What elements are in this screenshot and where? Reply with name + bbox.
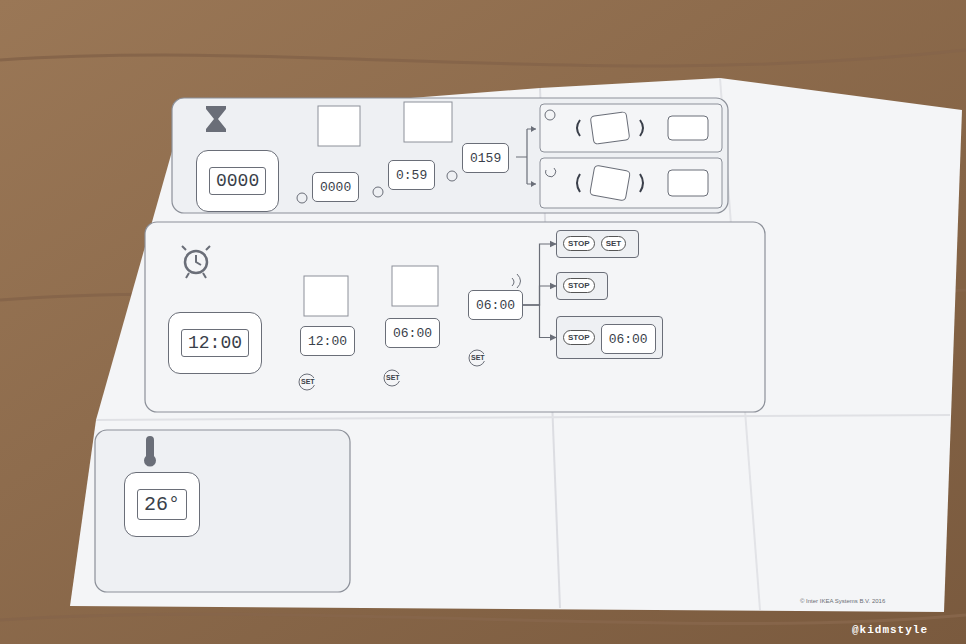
connector-arrow bbox=[523, 286, 556, 305]
display-digits: 0000 bbox=[209, 167, 266, 195]
display-digits: 0159 bbox=[470, 151, 501, 166]
display-box: 06:00 bbox=[385, 318, 440, 348]
button-label: SET bbox=[385, 374, 401, 381]
option-panel bbox=[540, 104, 722, 152]
display-box: 06:00 bbox=[601, 324, 656, 354]
paper-sheet bbox=[70, 78, 962, 612]
button-hint bbox=[297, 193, 307, 203]
connector-arrow bbox=[523, 305, 556, 338]
button-label: SET bbox=[601, 236, 627, 251]
device-sketch bbox=[668, 116, 708, 140]
set-button bbox=[469, 350, 485, 366]
display-box: 12:00 bbox=[300, 326, 355, 356]
display-digits: 12:00 bbox=[308, 334, 347, 349]
set-button bbox=[299, 374, 315, 390]
option-panel bbox=[540, 158, 722, 208]
alarm-clock-icon bbox=[182, 246, 210, 278]
button-label: SET bbox=[470, 354, 486, 361]
display-box: 26° bbox=[124, 472, 200, 537]
display-digits: 06:00 bbox=[476, 298, 515, 313]
copyright-note: © Inter IKEA Systems B.V. 2016 bbox=[800, 598, 885, 604]
mode-icon bbox=[545, 110, 555, 120]
mode-icon bbox=[546, 168, 556, 177]
inset-display bbox=[318, 106, 360, 146]
display-digits: 12:00 bbox=[181, 329, 249, 357]
display-digits: 0:59 bbox=[396, 168, 427, 183]
timer-panel bbox=[172, 98, 728, 213]
option-box: STOP 06:00 bbox=[556, 316, 663, 359]
device-sketch bbox=[590, 112, 630, 145]
display-box: 0159 bbox=[462, 143, 509, 173]
display-box: 0:59 bbox=[388, 160, 435, 190]
inset-display bbox=[304, 276, 348, 316]
device-sketch bbox=[590, 165, 631, 201]
button-hint bbox=[447, 171, 457, 181]
bracket bbox=[516, 129, 536, 184]
watermark: @kidmstyle bbox=[852, 624, 928, 636]
display-digits: 06:00 bbox=[393, 326, 432, 341]
inset-display bbox=[404, 102, 452, 142]
button-label: STOP bbox=[563, 236, 595, 251]
button-label: STOP bbox=[563, 278, 595, 293]
hourglass-icon bbox=[206, 106, 226, 132]
display-digits: 0000 bbox=[320, 180, 351, 195]
set-button bbox=[384, 370, 400, 386]
display-box: 0000 bbox=[196, 150, 279, 212]
arrowhead bbox=[531, 126, 536, 187]
option-box: STOP SET bbox=[556, 230, 639, 258]
thermometer-icon bbox=[144, 436, 156, 466]
connector-arrow bbox=[523, 244, 556, 305]
wood-grain bbox=[0, 50, 966, 624]
button-hint bbox=[373, 187, 383, 197]
button-label: STOP bbox=[563, 330, 595, 345]
shake-marks bbox=[577, 120, 643, 192]
alarm-panel bbox=[145, 222, 765, 412]
option-box: STOP bbox=[556, 272, 608, 300]
ring-waves bbox=[512, 274, 521, 288]
display-digits: 26° bbox=[137, 489, 187, 520]
display-digits: 06:00 bbox=[609, 332, 648, 347]
inset-display bbox=[392, 266, 438, 306]
device-sketch bbox=[668, 170, 708, 196]
display-box: 12:00 bbox=[168, 312, 262, 374]
display-box: 06:00 bbox=[468, 290, 523, 320]
button-label: SET bbox=[300, 378, 316, 385]
paper-fold bbox=[96, 415, 950, 420]
display-box: 0000 bbox=[312, 172, 359, 202]
temperature-panel bbox=[95, 430, 350, 592]
